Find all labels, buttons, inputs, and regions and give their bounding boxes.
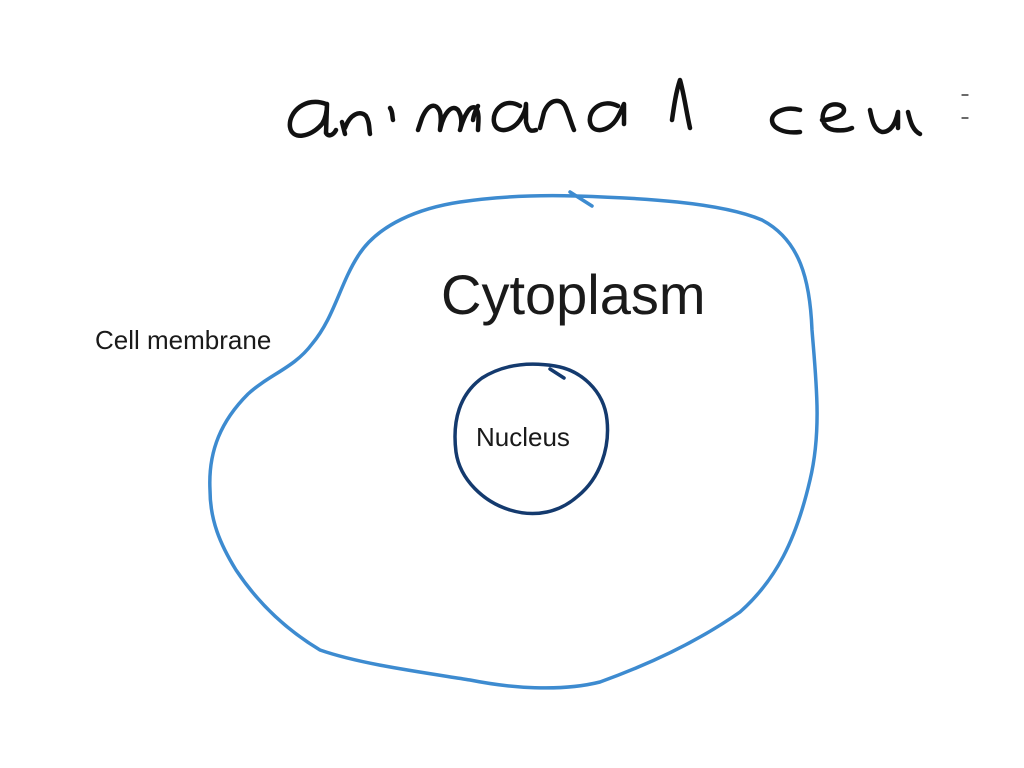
nucleus-closing-tick [548,367,566,380]
nucleus-outline [453,362,610,516]
cell-membrane-outline [208,193,819,690]
cell-membrane-label: Cell membrane [95,325,272,355]
handwritten-title [287,77,969,138]
nucleus-label: Nucleus [476,422,570,452]
cytoplasm-label: Cytoplasm [441,263,706,326]
membrane-closing-tick [568,190,594,208]
